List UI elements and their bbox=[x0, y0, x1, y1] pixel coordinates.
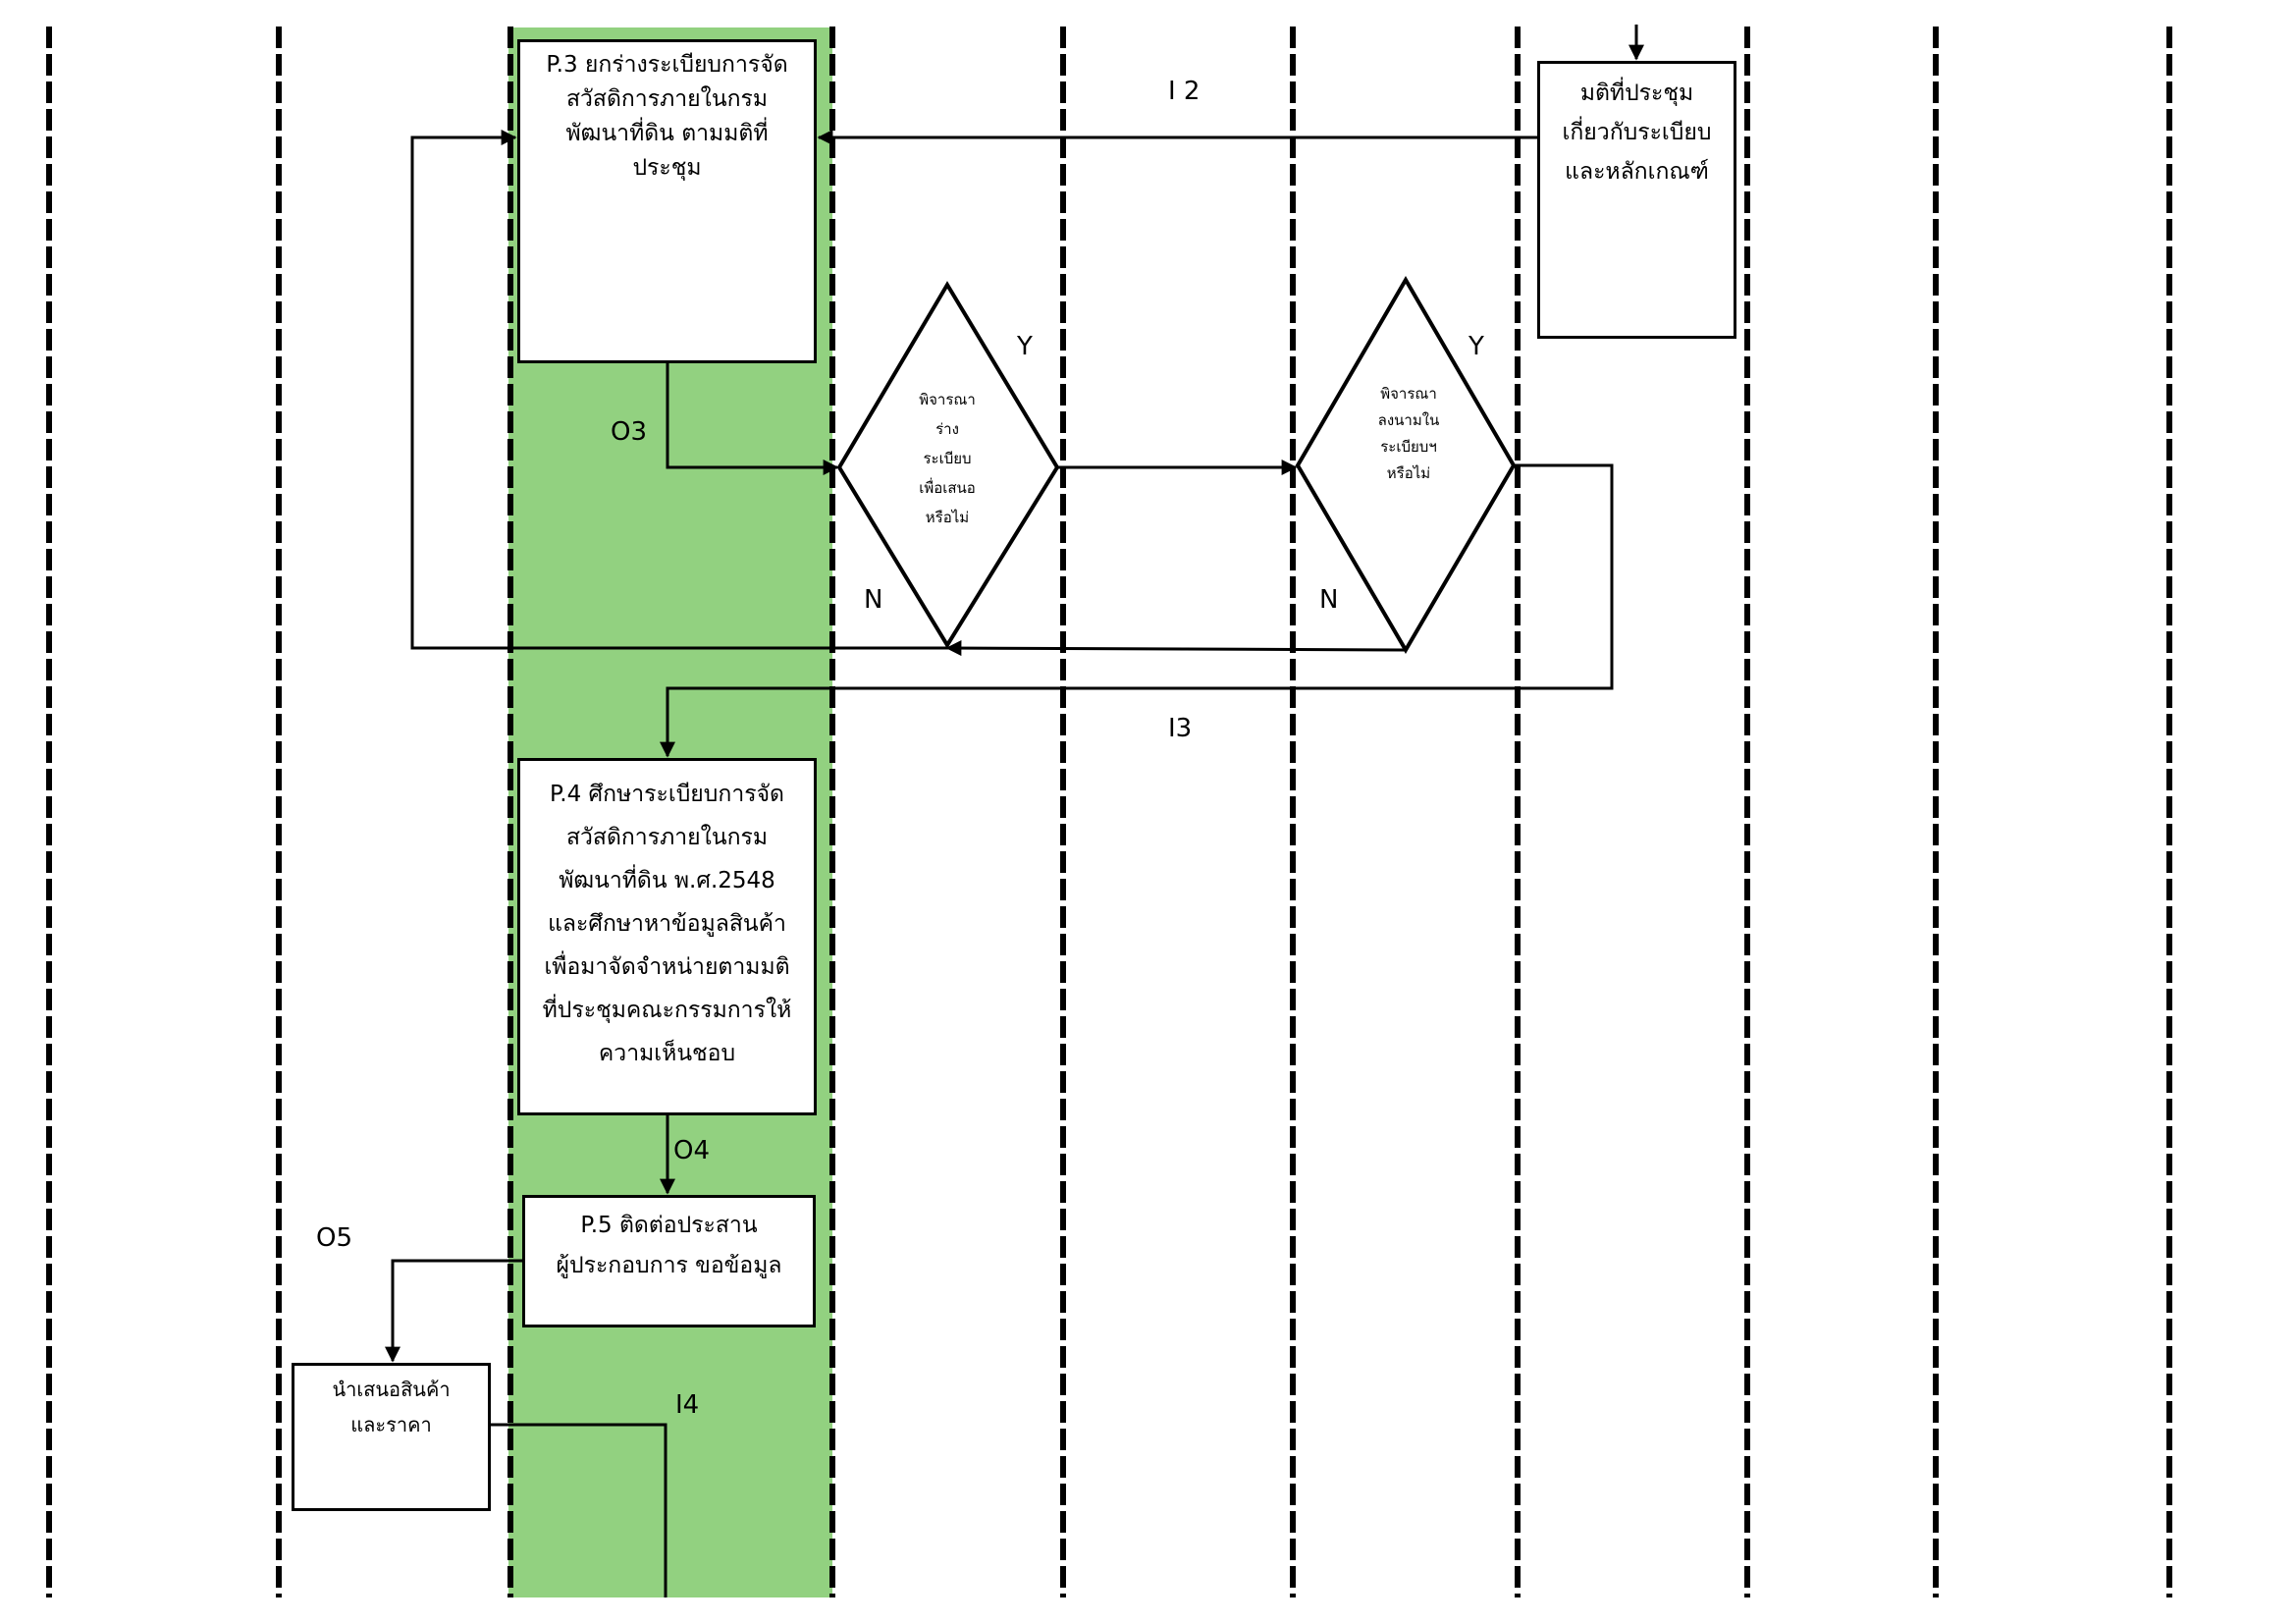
connector-o5 bbox=[385, 1259, 522, 1363]
lane-dividers bbox=[46, 27, 2172, 1597]
flow-label-o5: O5 bbox=[316, 1223, 353, 1253]
decision-sign-label: พิจารณา ลงนามใน ระเบียบฯ หรือไม่ bbox=[1377, 385, 1440, 482]
decision-sign-no-label: N bbox=[1319, 585, 1339, 615]
connector-d2-no bbox=[945, 640, 1407, 657]
connector-i3 bbox=[660, 463, 1614, 758]
process-p4-label: P.4 ศึกษาระเบียบการจัด สวัสดิการภายในกรม… bbox=[542, 782, 792, 1066]
decision-draft-label: พิจารณา ร่าง ระเบียบ เพื่อเสนอ หรือไม่ bbox=[919, 391, 976, 526]
process-p5-contact-vendors: P.5 ติดต่อประสาน ผู้ประกอบการ ขอข้อมูล bbox=[522, 1195, 816, 1327]
process-p4-study-regulation: P.4 ศึกษาระเบียบการจัด สวัสดิการภายในกรม… bbox=[517, 758, 817, 1115]
process-p3-label: P.3 ยกร่างระเบียบการจัด สวัสดิการภายในกร… bbox=[546, 52, 788, 181]
input-present-products-label: นำเสนอสินค้า และราคา bbox=[332, 1378, 451, 1436]
decision-draft-yes-label: Y bbox=[1017, 332, 1033, 361]
flow-label-o3: O3 bbox=[611, 417, 648, 447]
process-p5-label: P.5 ติดต่อประสาน ผู้ประกอบการ ขอข้อมูล bbox=[556, 1213, 782, 1278]
decision-sign-yes-label: Y bbox=[1468, 332, 1484, 361]
input-meeting-resolution: มติที่ประชุม เกี่ยวกับระเบียบ และหลักเกณ… bbox=[1537, 61, 1736, 339]
decision-draft-no-label: N bbox=[864, 585, 883, 615]
flow-label-i4: I4 bbox=[675, 1390, 700, 1420]
flow-label-o4: O4 bbox=[673, 1136, 711, 1165]
process-p3-draft-regulation: P.3 ยกร่างระเบียบการจัด สวัสดิการภายในกร… bbox=[517, 39, 817, 363]
input-meeting-resolution-label: มติที่ประชุม เกี่ยวกับระเบียบ และหลักเกณ… bbox=[1562, 81, 1712, 185]
connector-o3 bbox=[666, 363, 839, 475]
flow-label-i3: I3 bbox=[1168, 714, 1193, 743]
flow-label-i2: I 2 bbox=[1168, 77, 1201, 106]
input-present-products: นำเสนอสินค้า และราคา bbox=[292, 1363, 491, 1511]
connector-d1-no bbox=[410, 130, 947, 650]
connector-i4 bbox=[491, 1423, 667, 1597]
